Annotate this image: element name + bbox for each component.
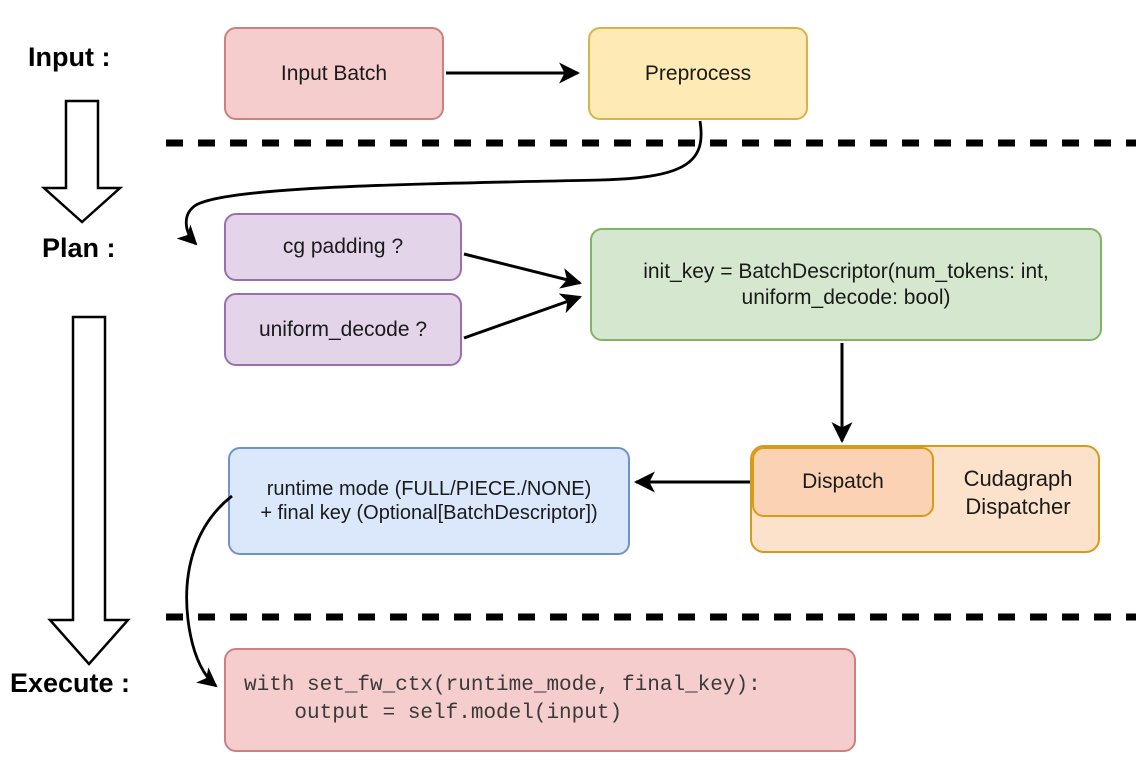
node-cg-padding-label: cg padding ? <box>282 235 404 259</box>
stage-arrow-input-to-plan <box>40 99 124 224</box>
stage-arrow-plan-to-execute <box>47 315 131 666</box>
node-init-key-line1: init_key = BatchDescriptor(num_tokens: i… <box>643 259 1049 283</box>
node-execute-code-line1: with set_fw_ctx(runtime_mode, final_key)… <box>244 673 761 697</box>
stage-label-input: Input : <box>28 42 111 72</box>
node-preprocess[interactable]: Preprocess <box>588 27 808 120</box>
node-execute-code-line2: output = self.model(input) <box>244 702 623 725</box>
node-dispatch[interactable]: Dispatch <box>752 447 934 517</box>
node-uniform-decode-label: uniform_decode ? <box>258 317 428 341</box>
node-cudagraph-dispatcher-label: Cudagraph Dispatcher <box>963 466 1073 519</box>
node-preprocess-label: Preprocess <box>644 61 752 85</box>
node-dispatch-label: Dispatch <box>802 470 884 494</box>
node-uniform-decode[interactable]: uniform_decode ? <box>224 293 462 366</box>
node-input-batch[interactable]: Input Batch <box>224 27 444 120</box>
edge-uniform-decode-to-init-key <box>463 293 582 340</box>
stage-label-execute: Execute : <box>10 668 131 698</box>
node-runtime-mode-line2: + final key (Optional[BatchDescriptor]) <box>260 502 598 524</box>
edge-cg-padding-to-init-key <box>463 252 583 289</box>
node-runtime-mode-line1: runtime mode (FULL/PIECE./NONE) <box>266 477 592 500</box>
stage-label-plan: Plan : <box>42 233 116 263</box>
node-init-key-line2: uniform_decode: bool) <box>741 285 951 309</box>
node-runtime-mode[interactable]: runtime mode (FULL/PIECE./NONE) + final … <box>228 447 630 555</box>
node-init-key[interactable]: init_key = BatchDescriptor(num_tokens: i… <box>590 228 1102 341</box>
node-cg-padding[interactable]: cg padding ? <box>224 213 462 281</box>
node-execute-code[interactable]: with set_fw_ctx(runtime_mode, final_key)… <box>224 648 856 752</box>
node-input-batch-label: Input Batch <box>280 61 388 85</box>
